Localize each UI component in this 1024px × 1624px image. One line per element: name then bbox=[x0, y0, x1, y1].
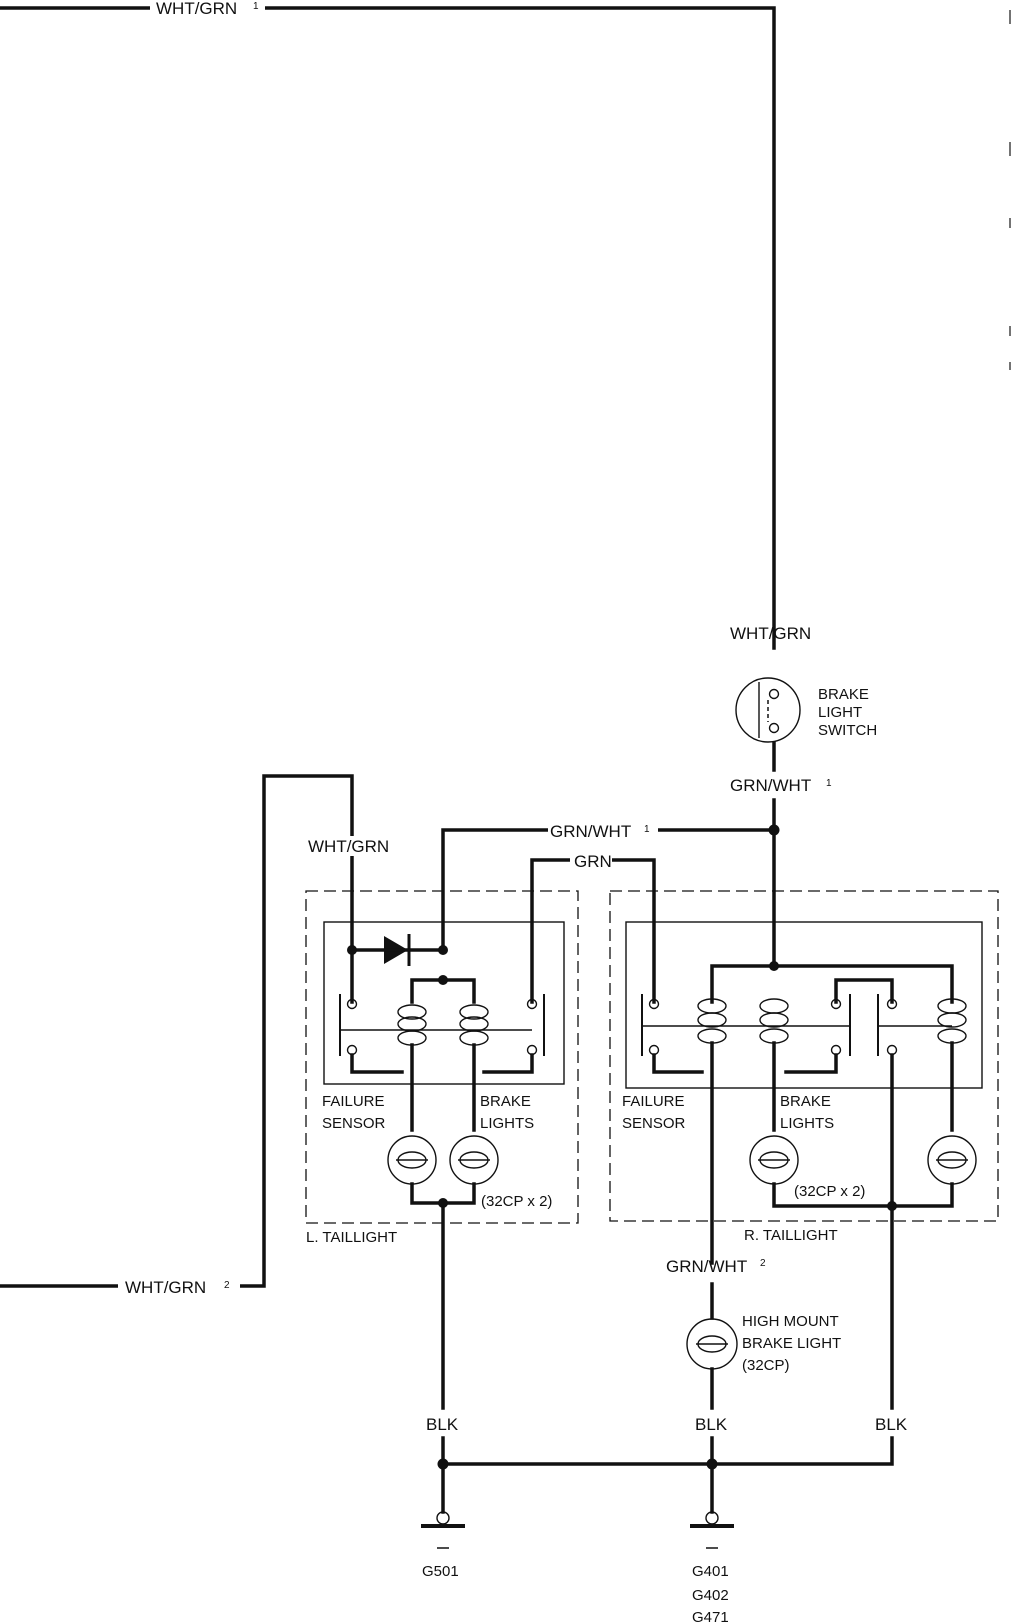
blk-label-right: BLK bbox=[875, 1415, 908, 1434]
right-bulb-rating: (32CP x 2) bbox=[794, 1183, 865, 1200]
switch-name-line2: LIGHT bbox=[818, 704, 862, 721]
ground-junction-mid bbox=[706, 1458, 718, 1470]
grn-wire bbox=[530, 850, 656, 1004]
grn-label: GRN bbox=[574, 852, 612, 871]
switch-name-line1: BRAKE bbox=[818, 686, 869, 703]
blk-label-left: BLK bbox=[426, 1415, 459, 1434]
left-feed-wire bbox=[0, 774, 400, 1296]
switch-output-label: GRN/WHT bbox=[730, 776, 811, 795]
brake-light-switch-symbol bbox=[735, 677, 801, 743]
right-taillight-label: R. TAILLIGHT bbox=[744, 1227, 838, 1244]
highmount-line3: (32CP) bbox=[742, 1357, 790, 1374]
bus-sup: 1 bbox=[644, 824, 650, 835]
ground-symbol-right bbox=[690, 1511, 734, 1549]
left-failure-line2: SENSOR bbox=[322, 1115, 386, 1132]
bottom-left-wire-sup: 2 bbox=[224, 1280, 230, 1291]
top-feed-wire bbox=[0, 0, 776, 650]
high-mount-brake-light-symbol bbox=[686, 1282, 738, 1410]
bottom-left-wire-label: WHT/GRN bbox=[125, 1278, 206, 1297]
ground-junction-left bbox=[437, 1458, 449, 1470]
highmount-feed-sup: 2 bbox=[760, 1258, 766, 1269]
switch-output-sup: 1 bbox=[826, 778, 832, 789]
ground-label-g471: G471 bbox=[692, 1609, 729, 1624]
left-bulb-rating: (32CP x 2) bbox=[481, 1193, 552, 1210]
ground-label-g501: G501 bbox=[422, 1563, 459, 1580]
left-brake-line2: LIGHTS bbox=[480, 1115, 534, 1132]
left-taillight-assembly bbox=[305, 890, 579, 1224]
left-failure-line1: FAILURE bbox=[322, 1093, 385, 1110]
blk-label-mid: BLK bbox=[695, 1415, 728, 1434]
grn-wht-bus-wire bbox=[441, 798, 776, 968]
right-failure-line2: SENSOR bbox=[622, 1115, 686, 1132]
highmount-line2: BRAKE LIGHT bbox=[742, 1335, 841, 1352]
bus-junction bbox=[768, 824, 780, 836]
right-brake-line1: BRAKE bbox=[780, 1093, 831, 1110]
bus-label: GRN/WHT bbox=[550, 822, 631, 841]
right-brake-line2: LIGHTS bbox=[780, 1115, 834, 1132]
ground-symbol-left bbox=[421, 1511, 465, 1549]
switch-input-label: WHT/GRN bbox=[730, 624, 811, 643]
ground-wires bbox=[441, 1206, 894, 1514]
switch-name-line3: SWITCH bbox=[818, 722, 877, 739]
ground-label-g401: G401 bbox=[692, 1563, 729, 1580]
right-failure-line1: FAILURE bbox=[622, 1093, 685, 1110]
left-brake-line1: BRAKE bbox=[480, 1093, 531, 1110]
top-wire-label: WHT/GRN bbox=[156, 0, 237, 18]
right-taillight-assembly bbox=[609, 890, 999, 1265]
left-feed-label: WHT/GRN bbox=[308, 837, 389, 856]
left-taillight-label: L. TAILLIGHT bbox=[306, 1229, 397, 1246]
ground-label-g402: G402 bbox=[692, 1587, 729, 1604]
highmount-feed-label: GRN/WHT bbox=[666, 1257, 747, 1276]
highmount-line1: HIGH MOUNT bbox=[742, 1313, 839, 1330]
top-wire-sup: 1 bbox=[253, 1, 259, 12]
